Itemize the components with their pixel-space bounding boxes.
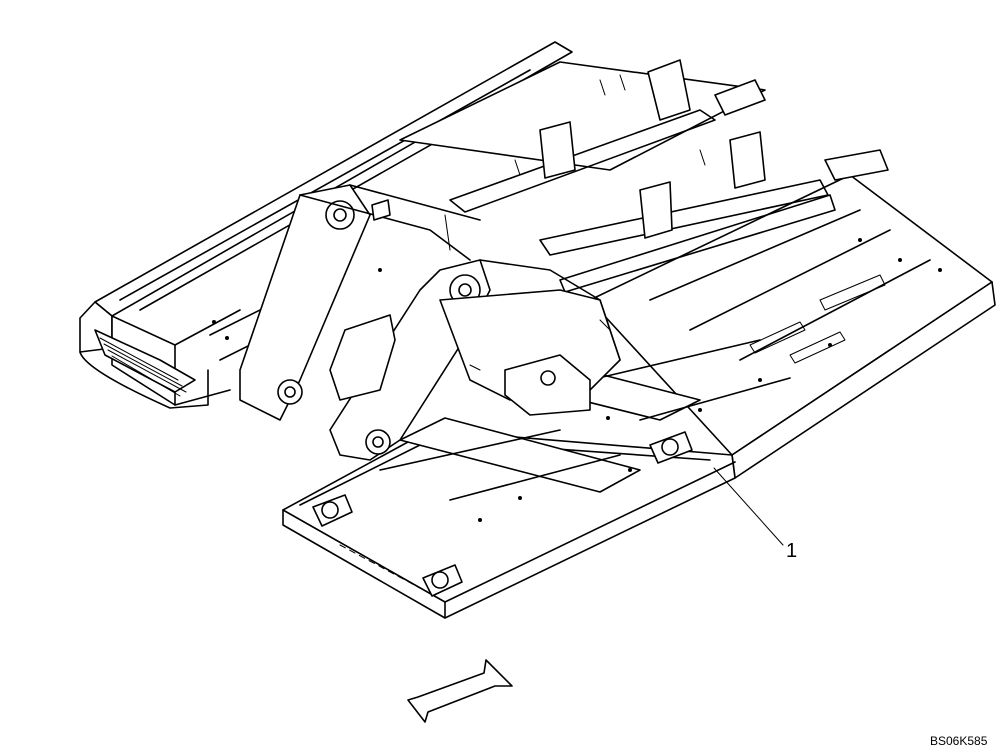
hole-markers xyxy=(212,238,942,522)
drawing-code: BS06K585 xyxy=(930,734,988,748)
rear-upper-frame xyxy=(399,59,889,293)
center-main-frame xyxy=(439,289,621,416)
access-step xyxy=(94,329,196,397)
callout-label: 1 xyxy=(786,540,797,562)
callout-1: 1 xyxy=(713,467,797,562)
front-direction-arrow-icon xyxy=(407,659,513,723)
left-side-rail xyxy=(79,41,573,409)
